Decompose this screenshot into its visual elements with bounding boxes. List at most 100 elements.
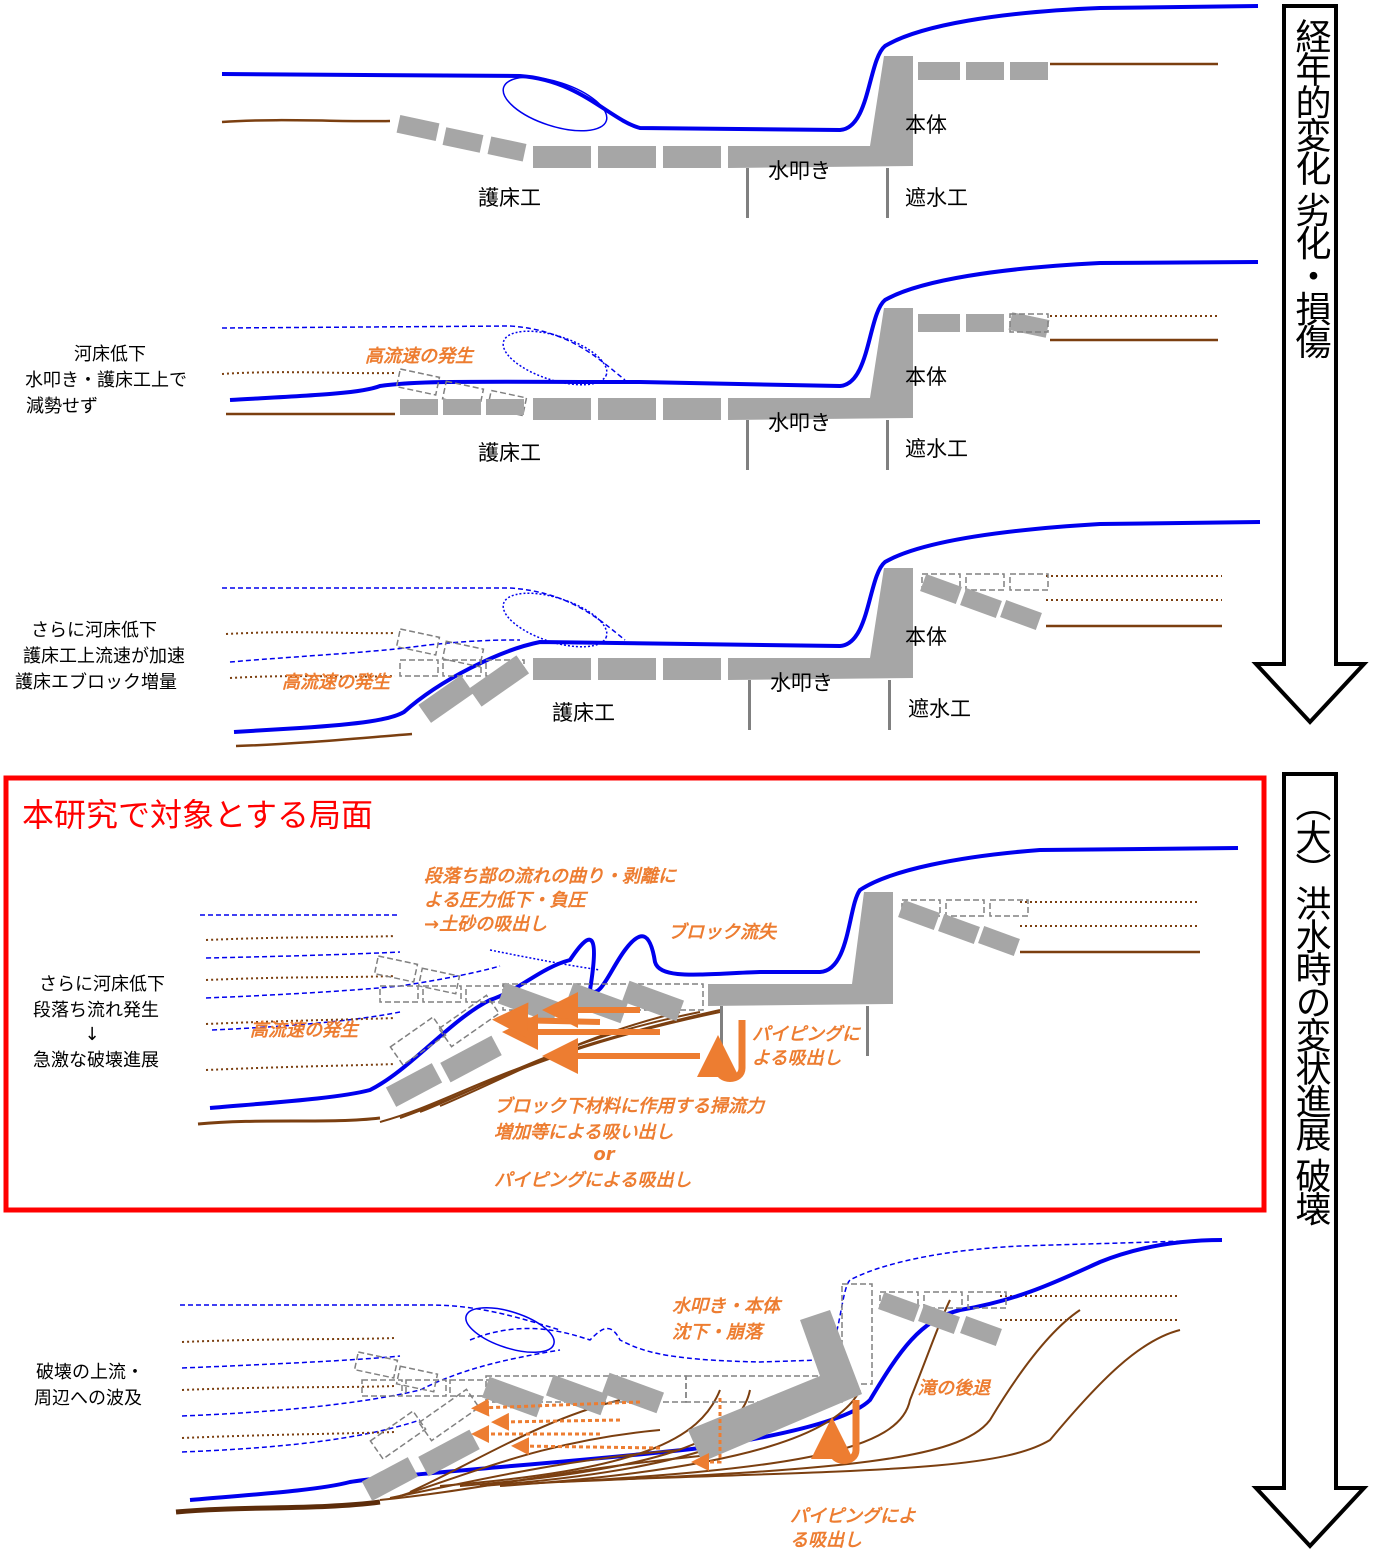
water-surface: [221, 4, 1259, 133]
panel-1-aging: 本体 水叩き 護床工 遮水工: [221, 4, 1259, 218]
label-body: 本体: [905, 365, 947, 389]
former-block-outlines: [395, 628, 525, 677]
cutoff-wall-1: [746, 420, 749, 470]
side-note-line-4: 急激な破壊進展: [33, 1050, 159, 1071]
protection-blocks: [400, 398, 721, 420]
riverbed-former: [221, 371, 396, 375]
flow-trace-dotted: [489, 949, 601, 971]
suction-arrows: [492, 992, 700, 1074]
label-cutoff: 遮水工: [908, 697, 971, 721]
protection-blocks: [396, 115, 721, 168]
collapsed-weir-body: [688, 1310, 862, 1462]
annotation-drop-flow-3: →土砂の吸出し: [424, 914, 547, 935]
annotation-fall-retreat: 滝の後退: [918, 1378, 992, 1399]
water-surface-former: [200, 914, 401, 959]
riverbed-former: [225, 631, 396, 635]
annotation-high-velocity: 高流速の発生: [282, 672, 392, 693]
eddy-ellipse: [465, 1306, 555, 1354]
eddy-ellipse: [502, 330, 608, 386]
annotation-high-velocity: 高流速の発生: [250, 1020, 360, 1041]
label-cutoff: 遮水工: [905, 186, 968, 210]
side-note-line-2: 周辺への波及: [34, 1388, 142, 1409]
target-phase-title: 本研究で対象とする局面: [22, 796, 373, 834]
suction-arrows: [471, 1398, 722, 1471]
side-note-line-1: 河床低下: [74, 344, 146, 365]
water-surface: [189, 1238, 1223, 1502]
water-surface-former-2: [181, 1349, 561, 1453]
annotation-scour-2: 増加等による吸い出し: [494, 1122, 673, 1143]
riverbed-downstream-former: [1000, 1295, 1180, 1321]
annotation-piping-2: る吸出し: [790, 1530, 862, 1551]
panel-4-target-phase: 本研究で対象とする局面: [3, 775, 1267, 1213]
label-cutoff: 遮水工: [905, 437, 968, 461]
riverbed-current: [235, 732, 413, 748]
water-surface-former-2: [205, 965, 501, 1031]
annotation-piping-1: パイピングによ: [790, 1506, 917, 1527]
eddy-ellipse: [502, 592, 608, 648]
side-note-line-3: 護床エブロック増量: [15, 671, 177, 693]
riverbed-upstream: [221, 118, 391, 124]
weir-body: [728, 308, 913, 420]
panel-5-failure: 破壊の上流・ 周辺への波及 水叩き・本体 沈下・崩落 滝の後退 パイピングによ …: [34, 1238, 1223, 1551]
label-body: 本体: [905, 113, 947, 137]
label-protection: 護床工: [478, 186, 541, 210]
label-apron: 水叩き: [768, 411, 831, 435]
displaced-blocks: [418, 655, 530, 723]
protection-blocks: [533, 658, 721, 680]
riverbed-former: [205, 935, 396, 1071]
water-surface: [209, 846, 1239, 1110]
weir-body: [708, 892, 893, 1006]
riverbed-former-2: [229, 675, 396, 679]
flood-progression-arrow: （大）洪水時の変状進展 破壊: [1251, 772, 1369, 1549]
side-note-line-2: 段落ち流れ発生: [33, 1000, 159, 1021]
downstream-blocks: [920, 573, 1049, 630]
water-surface-former: [221, 325, 626, 381]
water-surface-former: [180, 1304, 561, 1331]
water-surface: [233, 520, 1261, 734]
annotation-piping-2: よる吸出し: [752, 1048, 841, 1069]
flood-progression-label: （大）洪水時の変状進展 破壊: [1290, 786, 1332, 1226]
cutoff-wall-2: [886, 420, 889, 470]
cutoff-wall-1: [720, 1006, 723, 1056]
annotation-scour-1: ブロック下材料に作用する掃流力: [494, 1096, 766, 1117]
former-water-wave: [469, 1239, 1221, 1363]
water-surface: [229, 260, 1259, 402]
label-protection: 護床工: [552, 701, 615, 725]
cutoff-wall-1: [748, 680, 751, 730]
annotation-high-velocity: 高流速の発生: [365, 346, 475, 367]
annotation-collapse-1: 水叩き・本体: [672, 1296, 783, 1317]
side-note-line-1: 破壊の上流・: [36, 1362, 144, 1383]
riverbed-current: [175, 1499, 381, 1515]
weir-body: [728, 56, 913, 168]
downstream-blocks: [898, 899, 1029, 956]
side-note-line-2: 水叩き・護床工上で: [25, 370, 187, 391]
annotation-collapse-2: 沈下・崩落: [672, 1322, 765, 1343]
annotation-piping-1: パイピングに: [752, 1024, 862, 1045]
eddy-ellipse: [502, 76, 608, 132]
annotation-drop-flow-1: 段落ち部の流れの曲り・剥離に: [424, 866, 678, 887]
riverbed-downstream-former: [1020, 901, 1200, 927]
downstream-blocks: [918, 312, 1050, 338]
weir-body: [728, 568, 913, 680]
piping-arrow: [811, 1400, 860, 1464]
label-apron: 水叩き: [768, 159, 831, 183]
target-phase-frame: [3, 775, 1267, 1213]
piping-arrow: [697, 1020, 746, 1082]
annotation-drop-flow-2: よる圧力低下・負圧: [424, 890, 588, 911]
side-note-line-3: ↓: [84, 1024, 99, 1045]
side-note-line-1: さらに河床低下: [39, 974, 165, 995]
panel-2-bed-lowering: 河床低下 水叩き・護床工上で 減勢せず 高流速の発生 本体 水叩き 護床工 遮水…: [25, 260, 1259, 470]
downstream-blocks: [918, 62, 1048, 80]
water-surface-former-2: [229, 639, 521, 663]
annotation-scour-4: パイピングによる吸出し: [494, 1170, 691, 1191]
aging-progression-arrow: 経年的変化 劣化・損傷: [1251, 4, 1369, 725]
label-body: 本体: [905, 625, 947, 649]
label-protection: 護床工: [478, 441, 541, 465]
side-note-line-3: 減勢せず: [26, 396, 98, 417]
cutoff-wall-1: [746, 168, 749, 218]
panel-3-further-lowering: さらに河床低下 護床工上流速が加速 護床エブロック増量 高流速の発生 本体 水叩…: [15, 520, 1261, 748]
aging-progression-label: 経年的変化 劣化・損傷: [1290, 18, 1332, 359]
riverbed-downstream-former: [1046, 575, 1222, 601]
cutoff-wall-2: [866, 1006, 869, 1056]
